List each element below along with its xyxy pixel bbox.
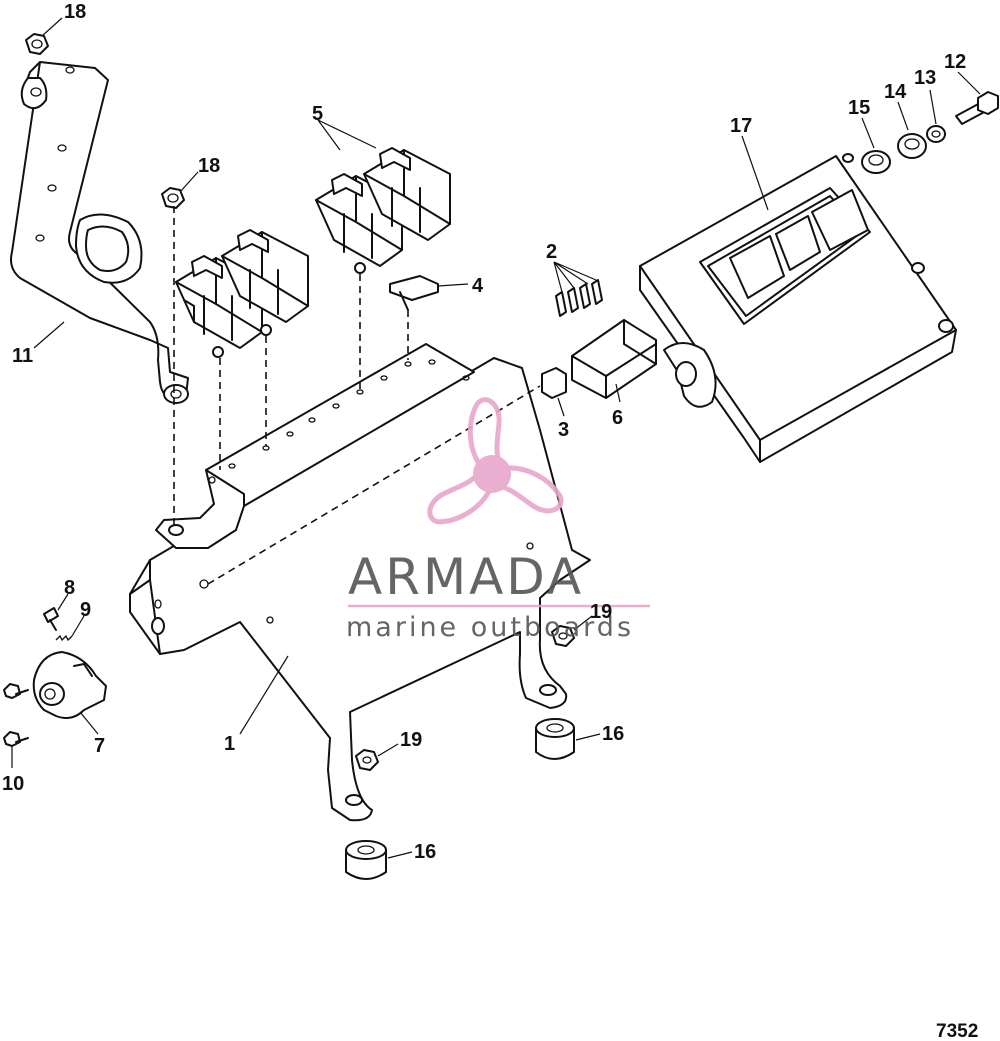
spacer-part-16-right <box>535 718 601 760</box>
bracket-part-11 <box>10 61 189 404</box>
watermark-brand: ARMADA <box>348 548 584 606</box>
callout-2: 2 <box>546 241 557 263</box>
connector-part-6 <box>571 319 657 403</box>
ecm-part-17 <box>639 135 957 463</box>
callout-4: 4 <box>472 275 484 297</box>
screw-part-10-upper <box>3 683 29 699</box>
watermark-subtitle: marine outboards <box>346 612 634 643</box>
callout-9: 9 <box>80 599 91 621</box>
propeller-blade-2 <box>494 465 564 514</box>
spacer-part-16-lower <box>345 840 413 880</box>
propeller-hub <box>473 455 511 493</box>
callout-1: 1 <box>224 733 235 755</box>
propeller-logo-icon <box>427 397 564 525</box>
callout-labels: 1 2 3 4 5 6 7 8 9 10 11 12 13 14 15 16 1… <box>2 1 966 863</box>
washer-part-13 <box>926 89 946 143</box>
nut-part-19-lower <box>355 743 399 771</box>
callout-10: 10 <box>2 773 24 795</box>
watermark-logo: ARMADA marine outboards <box>346 397 650 643</box>
connector-part-3 <box>541 367 567 417</box>
grommet-part-15 <box>861 117 891 174</box>
sensor-part-7 <box>32 651 107 735</box>
callout-12: 12 <box>944 51 966 73</box>
callout-17: 17 <box>730 115 752 137</box>
screw-part-8 <box>43 593 69 631</box>
leader-part-5 <box>317 119 377 151</box>
callout-19-lower: 19 <box>400 729 422 751</box>
callout-18-mid: 18 <box>198 155 220 177</box>
figure-number: 7352 <box>936 1021 978 1041</box>
relay-part-5-left-b <box>221 229 309 336</box>
callout-19-right: 19 <box>590 601 612 623</box>
callout-16-right: 16 <box>602 723 624 745</box>
nut-part-18-top <box>25 17 63 55</box>
nut-part-18-mid <box>161 171 199 209</box>
callout-11: 11 <box>12 345 33 367</box>
propeller-blade-3 <box>427 468 494 525</box>
assembly-lines <box>173 206 541 585</box>
clip-part-4 <box>389 275 469 311</box>
callout-8: 8 <box>64 577 75 599</box>
propeller-blade-1 <box>467 397 505 469</box>
screw-part-10-lower <box>3 731 29 768</box>
callout-5: 5 <box>312 103 323 125</box>
callout-6: 6 <box>612 407 623 429</box>
callout-13: 13 <box>914 67 936 89</box>
callout-15: 15 <box>848 97 870 119</box>
relay-part-5-right-b <box>363 147 451 241</box>
spring-part-9 <box>55 615 85 642</box>
bolt-part-12 <box>955 71 999 125</box>
callout-7: 7 <box>94 735 105 757</box>
callout-16-lower: 16 <box>414 841 436 863</box>
grommet-part-14 <box>897 101 927 159</box>
callout-18-top: 18 <box>64 1 86 23</box>
callout-14: 14 <box>884 81 907 103</box>
callout-3: 3 <box>558 419 569 441</box>
nut-part-19-right <box>551 615 593 647</box>
terminals-part-2 <box>553 261 603 317</box>
relay-mounting-plate <box>155 343 475 549</box>
